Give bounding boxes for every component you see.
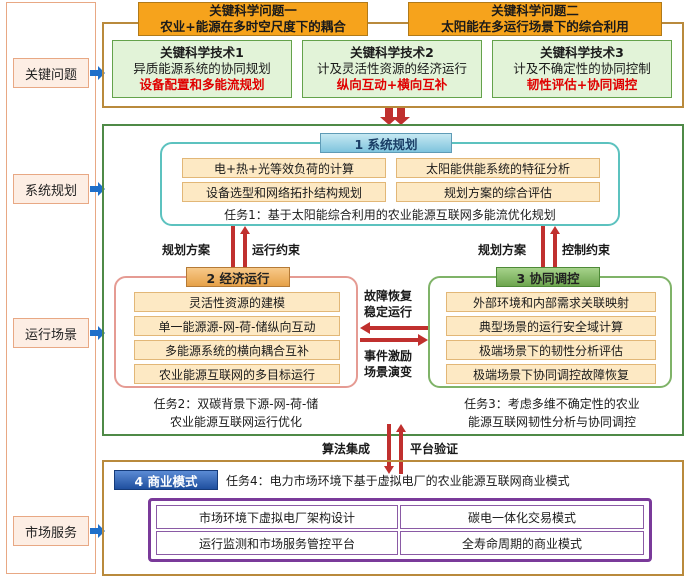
key-question-2-title: 关键科学问题二	[491, 3, 579, 18]
key-question-1: 关键科学问题一 农业+能源在多时空尺度下的耦合	[138, 2, 368, 36]
task-2-line1: 任务2：双碳背景下源-网-荷-储	[153, 397, 319, 411]
left-category-column	[6, 2, 96, 574]
key-tech-3-line2: 计及不确定性的协同控制	[513, 61, 651, 76]
planning-item-4: 规划方案的综合评估	[396, 182, 600, 202]
business-item-3: 运行监测和市场服务管控平台	[156, 531, 398, 555]
key-issues-frame	[102, 22, 684, 108]
control-item-1: 外部环境和内部需求关联映射	[446, 292, 656, 312]
planning-item-3: 设备选型和网络拓扑结构规划	[182, 182, 386, 202]
arrow-issues-to-planning	[380, 108, 410, 125]
arrow-pair-left	[228, 226, 250, 276]
label-fault-recovery: 故障恢复	[364, 289, 413, 303]
key-tech-2-highlight: 纵向互动+横向互补	[336, 77, 448, 92]
arrow-pair-horizontal	[360, 322, 428, 346]
label-control-constraint: 控制约束	[562, 243, 611, 257]
label-system-planning: 系统规划	[13, 174, 89, 204]
key-question-1-subtitle: 农业+能源在多时空尺度下的耦合	[160, 19, 346, 34]
task-3-text: 任务3：考虑多维不确定性的农业 能源互联网韧性分析与协同调控	[432, 394, 672, 432]
label-plan-scheme-left: 规划方案	[162, 243, 211, 257]
key-question-2-subtitle: 太阳能在多运行场景下的综合利用	[441, 19, 629, 34]
task-1-text: 任务1：基于太阳能综合利用的农业能源互联网多能流优化规划	[224, 207, 556, 222]
key-tech-1-highlight: 设备配置和多能流规划	[139, 77, 265, 92]
planning-item-2: 太阳能供能系统的特征分析	[396, 158, 600, 178]
control-item-3: 极端场景下的韧性分析评估	[446, 340, 656, 360]
key-tech-1: 关键科学技术1 异质能源系统的协同规划 设备配置和多能流规划	[112, 40, 292, 98]
label-operation-scenarios: 运行场景	[13, 318, 89, 348]
label-plan-scheme-right: 规划方案	[478, 243, 527, 257]
economic-item-1: 灵活性资源的建模	[134, 292, 340, 312]
coordinated-control-header: 3 协同调控	[496, 267, 600, 287]
business-item-2: 碳电一体化交易模式	[400, 505, 644, 529]
label-algorithm-integration: 算法集成	[322, 442, 371, 456]
task-2-text: 任务2：双碳背景下源-网-荷-储 农业能源互联网运行优化	[120, 394, 352, 432]
business-model-frame	[102, 460, 684, 576]
economic-item-2: 单一能源源-网-荷-储纵向互动	[134, 316, 340, 336]
business-model-header: 4 商业模式	[114, 470, 218, 490]
business-item-4: 全寿命周期的商业模式	[400, 531, 644, 555]
economic-item-4: 农业能源互联网的多目标运行	[134, 364, 340, 384]
key-tech-1-line2: 异质能源系统的协同规划	[133, 61, 271, 76]
control-item-2: 典型场景的运行安全域计算	[446, 316, 656, 336]
key-question-1-title: 关键科学问题一	[209, 3, 297, 18]
task-3-line1: 任务3：考虑多维不确定性的农业	[464, 397, 640, 411]
planning-item-1: 电+热+光等效负荷的计算	[182, 158, 386, 178]
arrow-key-issues	[90, 66, 105, 80]
task-2-line2: 农业能源互联网运行优化	[169, 415, 302, 429]
label-fault-recovery-group: 故障恢复 稳定运行	[364, 288, 412, 320]
economic-item-3: 多能源系统的横向耦合互补	[134, 340, 340, 360]
arrow-system-planning	[90, 182, 105, 196]
label-key-issues: 关键问题	[13, 58, 89, 88]
key-tech-1-title: 关键科学技术1	[160, 45, 244, 60]
key-tech-2-title: 关键科学技术2	[350, 45, 434, 60]
key-question-2: 关键科学问题二 太阳能在多运行场景下的综合利用	[408, 2, 662, 36]
label-market-service: 市场服务	[13, 516, 89, 546]
arrow-market-service	[90, 524, 105, 538]
key-tech-3-title: 关键科学技术3	[540, 45, 624, 60]
arrow-pair-right	[538, 226, 560, 276]
label-platform-validation: 平台验证	[410, 442, 459, 456]
label-run-constraint: 运行约束	[252, 243, 301, 257]
key-tech-3: 关键科学技术3 计及不确定性的协同控制 韧性评估+协同调控	[492, 40, 672, 98]
control-item-4: 极端场景下协同调控故障恢复	[446, 364, 656, 384]
planning-operation-frame	[102, 124, 684, 436]
key-tech-3-highlight: 韧性评估+协同调控	[526, 77, 638, 92]
label-scenario-evolution: 场景演变	[364, 365, 413, 379]
task-4-text: 任务4：电力市场环境下基于虚拟电厂的农业能源互联网商业模式	[226, 474, 570, 488]
label-event-incentive: 事件激励	[364, 349, 413, 363]
business-item-1: 市场环境下虚拟电厂架构设计	[156, 505, 398, 529]
arrow-operation-scenarios	[90, 326, 105, 340]
arrow-pair-bottom	[384, 424, 406, 474]
task-3-line2: 能源互联网韧性分析与协同调控	[467, 415, 636, 429]
label-stable-operation: 稳定运行	[364, 305, 413, 319]
left-connector-arrows	[90, 66, 105, 538]
label-event-incentive-group: 事件激励 场景演变	[364, 348, 412, 380]
system-planning-header: 1 系统规划	[320, 133, 452, 153]
key-tech-2-line2: 计及灵活性资源的经济运行	[316, 61, 467, 76]
economic-operation-header: 2 经济运行	[186, 267, 290, 287]
key-tech-2: 关键科学技术2 计及灵活性资源的经济运行 纵向互动+横向互补	[302, 40, 482, 98]
